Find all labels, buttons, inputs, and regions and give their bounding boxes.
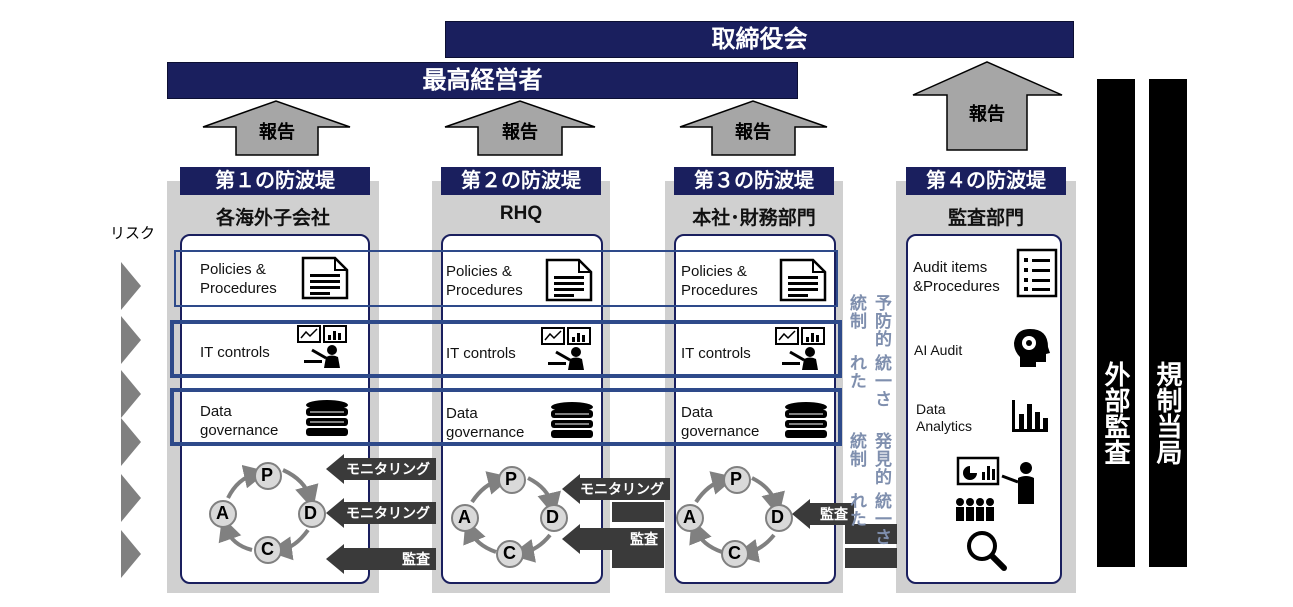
line-2-it-label: IT controls (446, 345, 516, 362)
line-2-data-label-b: governance (446, 424, 525, 441)
monitoring-arrow-2: モニタリング (326, 498, 436, 528)
line-2-policies-label-a: Policies & (446, 263, 512, 280)
pdca-a-1: A (216, 503, 229, 523)
report-arrow-2 (444, 100, 596, 156)
line-1-it-label: IT controls (200, 344, 270, 361)
report-label-3: 報告 (735, 122, 771, 142)
connector-band-1 (612, 502, 664, 522)
audience-icon (956, 498, 994, 521)
line-1-data-label: Data governance (200, 402, 278, 440)
unified-detective-label: 統一された 発見的統制 (844, 432, 894, 552)
line-1-policies-label-b: Procedures (200, 280, 277, 297)
pdca-d-1: D (304, 503, 317, 523)
risk-chevron-1 (121, 262, 141, 310)
pdca-cycle-2 (463, 471, 561, 563)
line-3-policies-label-a: Policies & (681, 263, 747, 280)
risk-chevron-3 (121, 370, 141, 418)
pdca-cycle-1 (218, 464, 319, 561)
line-3-data-label-b: governance (681, 423, 760, 440)
policies-row-frame (174, 250, 838, 307)
pdca-d-3: D (771, 507, 784, 527)
report-label-1: 報告 (259, 122, 295, 142)
audit-items-label-a: Audit items (913, 259, 988, 276)
line-3-title: 第３の防波堤 (674, 167, 834, 195)
unified-detective-b: 発見的統制 (847, 432, 891, 486)
risk-label: リスク (110, 225, 156, 242)
audit-arrow-2: 監査 (562, 524, 664, 554)
line-3-data-label-a: Data (681, 404, 713, 421)
risk-chevron-2 (121, 316, 141, 364)
report-arrow-1 (202, 100, 351, 156)
line-3-policies-label-b: Procedures (681, 282, 758, 299)
unified-detective-a: 統一された (847, 492, 891, 546)
bar-chart-icon (1012, 400, 1048, 432)
data-governance-row-frame (170, 388, 842, 446)
line-1-data-label-b: governance (200, 422, 279, 439)
external-audit-bar: 外部監査 (1097, 79, 1135, 567)
unified-preventive-a: 統一された (847, 354, 891, 408)
pdca-a-2: A (458, 507, 471, 527)
line-3-name: 本社･財務部門 (692, 208, 816, 229)
pdca-a-3: A (683, 507, 696, 527)
pdca-c-3: C (728, 543, 741, 563)
data-analytics-label: Data Analytics (916, 401, 972, 435)
line-1-name: 各海外子会社 (215, 208, 330, 229)
pdca-c-1: C (261, 539, 274, 559)
pdca-p-3: P (730, 469, 743, 489)
pdca-p-2: P (505, 469, 518, 489)
line-2-title: 第２の防波堤 (441, 167, 601, 195)
report-arrow-4 (912, 61, 1063, 151)
line-4-title: 第４の防波堤 (906, 167, 1066, 195)
unified-preventive-label: 統一された 予防的統制 (844, 294, 894, 414)
it-controls-row-frame (170, 320, 842, 378)
ai-brain-icon (1014, 329, 1050, 367)
line-1-title: 第１の防波堤 (180, 167, 370, 195)
line-1-policies-label-a: Policies & (200, 261, 266, 278)
connector-band-4 (845, 524, 897, 544)
data-analytics-label-b: Analytics (916, 418, 973, 434)
line-2-data-label: Data governance (446, 404, 524, 442)
line-2-data-label-a: Data (446, 405, 478, 422)
risk-chevron-4 (121, 418, 141, 466)
board-banner: 取締役会 (445, 21, 1074, 58)
report-arrows (202, 61, 1063, 156)
monitoring-arrow-3: モニタリング (562, 474, 670, 504)
risk-chevron-6 (121, 530, 141, 578)
regulator-bar: 規制当局 (1149, 79, 1187, 567)
audit-arrow-3: 監査 (792, 499, 854, 529)
monitoring-arrow-1: モニタリング (326, 454, 436, 484)
risk-chevron-5 (121, 474, 141, 522)
line-3-data-label: Data governance (681, 403, 759, 441)
line-3-it-label: IT controls (681, 345, 751, 362)
ai-audit-label: AI Audit (914, 342, 963, 358)
unified-preventive-b: 予防的統制 (847, 294, 891, 348)
line-1-data-label-a: Data (200, 403, 232, 420)
data-analytics-label-a: Data (916, 401, 946, 417)
audit-items-label-b: &Procedures (913, 278, 1000, 295)
checklist-icon (1016, 248, 1058, 298)
audit-arrow-1: 監査 (326, 544, 436, 574)
pdca-p-1: P (261, 465, 274, 485)
pdca-d-2: D (546, 507, 559, 527)
report-label-4: 報告 (969, 104, 1005, 124)
line-2-policies-label-b: Procedures (446, 282, 523, 299)
line-1-policies-label: Policies & Procedures (200, 260, 277, 298)
report-label-2: 報告 (502, 122, 538, 142)
line-2-policies-label: Policies & Procedures (446, 262, 523, 300)
connector-band-3 (612, 548, 664, 568)
connector-band-5 (845, 548, 897, 568)
line-3-policies-label: Policies & Procedures (681, 262, 758, 300)
presenter-icon (956, 456, 1034, 504)
line-4-name: 監査部門 (947, 208, 1024, 229)
report-arrow-3 (679, 100, 828, 156)
audit-items-label: Audit items &Procedures (913, 258, 1000, 296)
pdca-c-2: C (503, 543, 516, 563)
magnifier-icon (967, 531, 1007, 571)
line-2-name: RHQ (499, 203, 543, 224)
ceo-banner: 最高経営者 (167, 62, 798, 99)
